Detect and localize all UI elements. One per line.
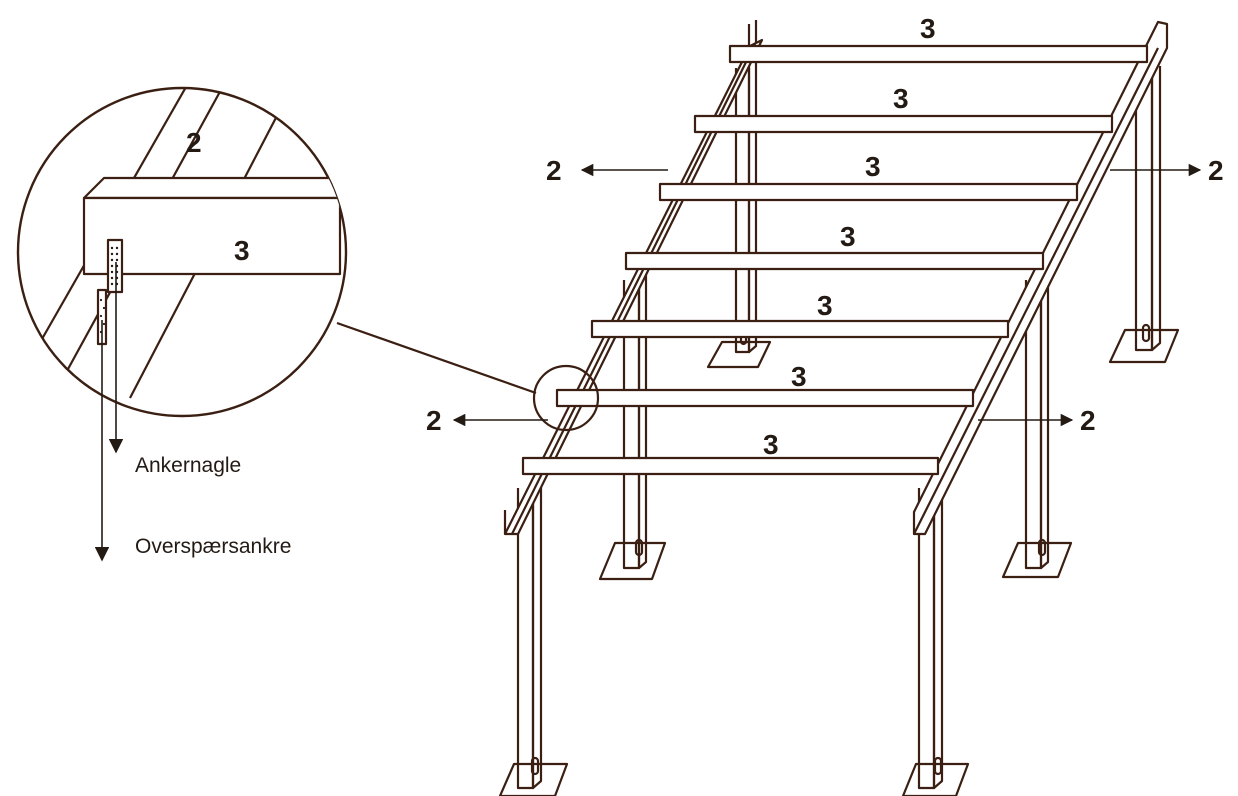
post bbox=[1039, 272, 1050, 570]
footing-plate bbox=[1001, 541, 1073, 579]
beam-label-right-upper: 2 bbox=[1208, 155, 1224, 186]
rafter-label: 3 bbox=[840, 221, 856, 252]
rafter-number-labels: 3 3 3 3 3 3 3 bbox=[763, 13, 936, 460]
footing-plate bbox=[498, 762, 569, 796]
post bbox=[932, 480, 944, 790]
detail-beam-label: 2 bbox=[186, 127, 202, 158]
rafter-label: 3 bbox=[920, 13, 936, 44]
rafter-label: 3 bbox=[763, 429, 779, 460]
rafter-label: 3 bbox=[893, 83, 909, 114]
rafter bbox=[555, 388, 975, 408]
rafter bbox=[624, 251, 1045, 271]
rafter-label: 3 bbox=[791, 361, 807, 392]
detail-rafter-label: 3 bbox=[234, 235, 250, 266]
rafters bbox=[521, 44, 1149, 476]
post bbox=[637, 272, 648, 570]
beam-label-left-lower: 2 bbox=[426, 405, 442, 436]
overspaersankre-label: Overspærsankre bbox=[135, 535, 291, 558]
rafter-label: 3 bbox=[865, 151, 881, 182]
footing-plate bbox=[706, 340, 772, 369]
ankernagle-label: Ankernagle bbox=[135, 454, 241, 477]
footing-plate bbox=[901, 762, 970, 796]
rafter bbox=[521, 456, 940, 476]
detail-leader-line bbox=[336, 321, 537, 395]
beam-number-labels: 2 2 2 2 bbox=[426, 155, 1224, 436]
post bbox=[531, 480, 543, 790]
beam-label-left-upper: 2 bbox=[546, 155, 562, 186]
rafter bbox=[693, 114, 1114, 134]
post bbox=[1150, 66, 1162, 352]
rafter-label: 3 bbox=[817, 290, 833, 321]
post bbox=[516, 488, 535, 790]
rafter bbox=[658, 182, 1079, 202]
rafter bbox=[590, 319, 1010, 339]
post bbox=[734, 68, 751, 354]
posts-middle bbox=[622, 272, 1050, 570]
detail-circle bbox=[16, 86, 348, 418]
beam-label-right-lower: 2 bbox=[1080, 405, 1096, 436]
footing-plate bbox=[598, 541, 667, 581]
beam-right bbox=[912, 20, 1169, 536]
detail-zoom-marker bbox=[532, 364, 600, 432]
rafter bbox=[728, 44, 1149, 64]
post bbox=[1134, 72, 1154, 352]
posts-front bbox=[516, 480, 944, 790]
